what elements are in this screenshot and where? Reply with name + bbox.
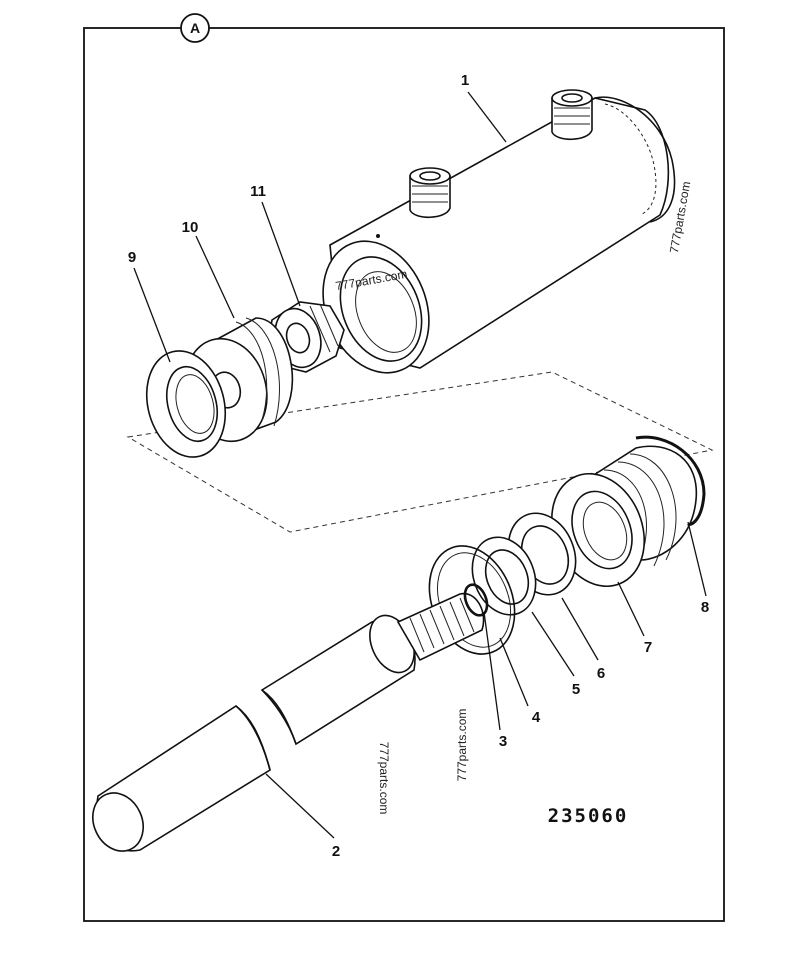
seal-ring <box>145 350 227 458</box>
part-label-5: 5 <box>572 681 580 698</box>
part-label-9: 9 <box>128 249 136 266</box>
part-label-10: 10 <box>182 219 199 236</box>
assembly-outline <box>126 371 714 533</box>
part-label-1: 1 <box>461 72 469 89</box>
cylinder-barrel <box>322 89 676 374</box>
part-label-2: 2 <box>332 843 340 860</box>
leader-lines <box>133 91 707 839</box>
watermark-center: 777parts.com <box>455 709 469 782</box>
sheet-letter: A <box>190 20 200 36</box>
watermark-right: 777parts.com <box>667 180 693 254</box>
part-labels: 1 2 3 4 5 6 7 8 9 10 11 <box>128 72 709 860</box>
watermark-rod: 777parts.com <box>377 742 391 815</box>
sheet-badge: A <box>180 13 210 43</box>
part-label-8: 8 <box>701 599 709 616</box>
drawing-number: 235060 <box>548 805 629 827</box>
part-label-11: 11 <box>250 183 266 200</box>
part-label-6: 6 <box>597 665 605 682</box>
piston-rod <box>92 592 485 852</box>
part-label-7: 7 <box>644 639 652 656</box>
part-label-4: 4 <box>532 709 541 726</box>
small-o-ring <box>463 583 489 617</box>
o-ring <box>635 435 706 526</box>
diagram-frame <box>83 27 725 922</box>
part-label-3: 3 <box>499 733 507 750</box>
